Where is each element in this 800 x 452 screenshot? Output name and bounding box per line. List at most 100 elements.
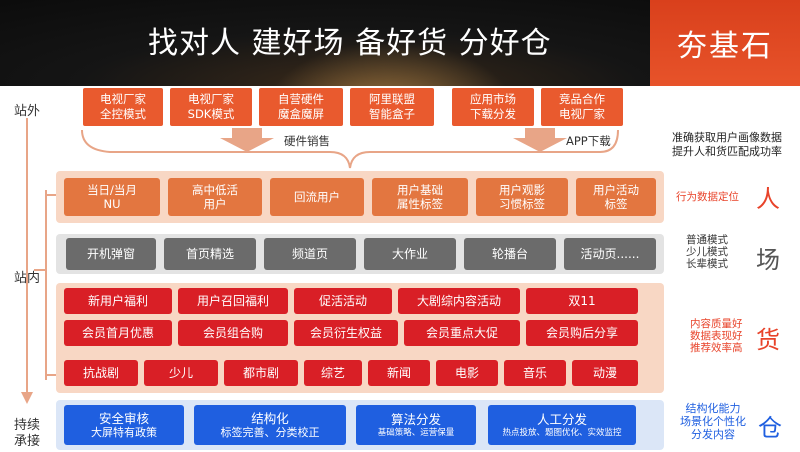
outside-box-line1: 自营硬件	[278, 92, 324, 106]
outside-box-competitor-partner: 竞品合作 电视厂家	[541, 88, 623, 126]
goods-chip-key-promo: 会员重点大促	[404, 320, 520, 346]
header-glow	[260, 40, 520, 86]
chip-line2: NU	[103, 197, 121, 211]
store-note-line3: 分发内容	[691, 428, 735, 441]
outside-box-tv-sdk: 电视厂家 SDK模式	[170, 88, 252, 126]
goods-chip-news: 新闻	[368, 360, 430, 386]
top-right-note: 准确获取用户画像数据 提升人和货匹配成功率	[672, 131, 782, 159]
outside-box-line2: 下载分发	[470, 107, 516, 121]
people-chip-returning: 回流用户	[270, 178, 364, 216]
label-outside: 站外	[14, 104, 41, 119]
chip-line1: 算法分发	[390, 411, 441, 427]
chip-line1: 用户基础	[397, 183, 443, 197]
store-note-line1: 结构化能力	[685, 402, 741, 415]
store-chip-manual: 人工分发 热点投放、题图优化、实效监控	[488, 405, 636, 445]
goods-chip-new-user-benefit: 新用户福利	[64, 288, 172, 314]
field-chip-channel-page: 频道页	[264, 238, 356, 270]
people-chip-basic-tags: 用户基础 属性标签	[372, 178, 468, 216]
chip-line2: 用户	[203, 197, 227, 211]
goods-char: 货	[756, 326, 780, 354]
outside-box-line2: 魔盒魔屏	[278, 107, 324, 121]
label-continuous-2: 承接	[14, 434, 41, 449]
goods-note: 内容质量好 数据表现好 推荐效率高	[690, 318, 743, 354]
chip-line1: 高中低活	[192, 183, 238, 197]
field-char: 场	[756, 246, 780, 274]
left-arrow-head	[21, 392, 33, 404]
field-chip-activity-page: 活动页......	[564, 238, 656, 270]
chip-line1: 用户活动	[593, 183, 639, 197]
people-note: 行为数据定位	[676, 191, 739, 203]
outside-box-line2: SDK模式	[187, 107, 235, 121]
goods-chip-anime: 动漫	[572, 360, 638, 386]
goods-chip-drama-activity: 大剧综内容活动	[398, 288, 520, 314]
outside-box-line1: 应用市场	[470, 92, 516, 106]
goods-chip-urban-drama: 都市剧	[224, 360, 298, 386]
field-chip-boot-popup: 开机弹窗	[66, 238, 156, 270]
outside-box-tv-full-control: 电视厂家 全控模式	[83, 88, 163, 126]
field-note: 普通模式 少儿模式 长辈模式	[686, 234, 728, 270]
chip-line2: 习惯标签	[499, 197, 545, 211]
goods-chip-first-month: 会员首月优惠	[64, 320, 172, 346]
goods-chip-movie: 电影	[436, 360, 498, 386]
chip-line2: 基础策略、运营保量	[377, 427, 455, 438]
chip-line1: 回流用户	[294, 190, 340, 204]
field-note-line2: 少儿模式	[686, 246, 728, 258]
chip-line1: 当日/当月	[87, 183, 137, 197]
field-chip-big-homework: 大作业	[364, 238, 456, 270]
outside-box-line2: 智能盒子	[369, 107, 415, 121]
people-char: 人	[756, 185, 780, 213]
header-banner: 找对人 建好场 备好货 分好仓 夯基石	[0, 0, 800, 86]
chip-line1: 结构化	[251, 410, 289, 426]
chip-line1: 人工分发	[536, 411, 587, 427]
people-chip-viewing-tags: 用户观影 习惯标签	[476, 178, 568, 216]
label-continuous-1: 持续	[14, 418, 41, 433]
top-right-note-line1: 准确获取用户画像数据	[672, 131, 782, 144]
hardware-arrow	[220, 128, 274, 152]
outside-box-line1: 电视厂家	[188, 92, 234, 106]
outside-box-line2: 全控模式	[100, 107, 146, 121]
chip-line2: 属性标签	[397, 197, 443, 211]
store-chip-algorithm: 算法分发 基础策略、运营保量	[356, 405, 476, 445]
goods-chip-activation: 促活活动	[294, 288, 392, 314]
goods-note-line1: 内容质量好	[690, 318, 743, 330]
people-chip-nu: 当日/当月 NU	[64, 178, 160, 216]
page-title: 找对人 建好场 备好货 分好仓	[148, 26, 552, 61]
outside-box-own-hardware: 自营硬件 魔盒魔屏	[259, 88, 343, 126]
chip-line2: 热点投放、题图优化、实效监控	[502, 427, 622, 438]
outside-brace	[81, 129, 619, 169]
chip-line1: 用户观影	[499, 183, 545, 197]
store-chip-security-review: 安全审核 大屏特有政策	[64, 405, 184, 445]
goods-chip-war-drama: 抗战剧	[64, 360, 138, 386]
goods-chip-variety: 综艺	[304, 360, 362, 386]
store-chip-structuring: 结构化 标签完善、分类校正	[194, 405, 346, 445]
field-chip-home-featured: 首页精选	[164, 238, 256, 270]
top-right-note-line2: 提升人和货匹配成功率	[672, 145, 782, 158]
people-chip-activity-tags: 用户活动 标签	[576, 178, 656, 216]
store-char: 仓	[758, 414, 782, 442]
goods-chip-double11: 双11	[526, 288, 638, 314]
outside-box-line1: 电视厂家	[100, 92, 146, 106]
goods-chip-kids: 少儿	[144, 360, 218, 386]
outside-box-alibaba-alliance: 阿里联盟 智能盒子	[350, 88, 434, 126]
goods-note-line2: 数据表现好	[690, 330, 743, 342]
goods-chip-recall-benefit: 用户召回福利	[178, 288, 288, 314]
label-inside: 站内	[14, 271, 41, 286]
chip-line2: 标签完善、分类校正	[220, 425, 320, 439]
goods-note-line3: 推荐效率高	[690, 342, 743, 354]
field-note-line3: 长辈模式	[686, 258, 728, 270]
field-band	[56, 234, 664, 274]
goods-chip-post-purchase-share: 会员购后分享	[526, 320, 638, 346]
goods-chip-derivative-rights: 会员衍生权益	[294, 320, 398, 346]
brand-badge: 夯基石	[650, 0, 800, 86]
store-note-line2: 场景化个性化	[680, 415, 746, 428]
outside-box-line1: 阿里联盟	[369, 92, 415, 106]
goods-chip-combo: 会员组合购	[178, 320, 288, 346]
people-chip-activity-level: 高中低活 用户	[168, 178, 262, 216]
outside-box-line1: 竞品合作	[559, 92, 605, 106]
outside-box-app-market: 应用市场 下载分发	[452, 88, 534, 126]
field-chip-carousel: 轮播台	[464, 238, 556, 270]
app-download-label: APP下载	[566, 134, 611, 148]
goods-chip-music: 音乐	[504, 360, 566, 386]
outside-box-line2: 电视厂家	[559, 107, 605, 121]
chip-line2: 大屏特有政策	[91, 425, 157, 439]
